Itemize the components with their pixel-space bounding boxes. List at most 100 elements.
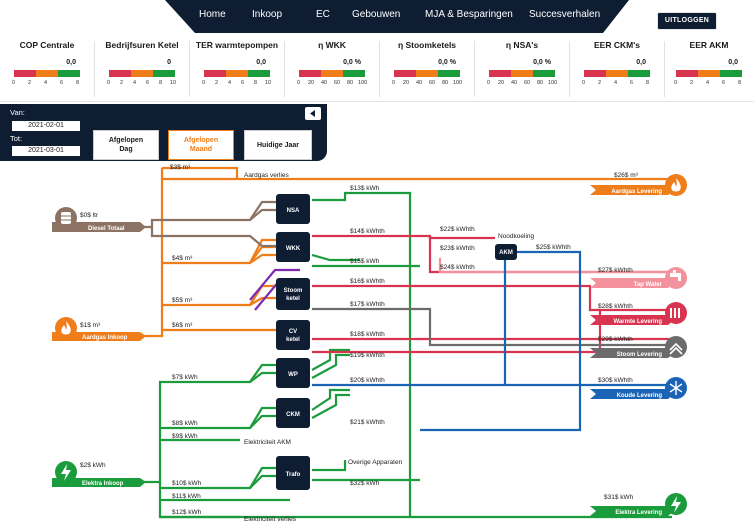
source-diesel-totaal[interactable]: Diesel Totaal (52, 207, 146, 232)
nav-item-home[interactable]: Home (199, 9, 226, 20)
svg-text:ketel: ketel (286, 337, 300, 343)
radiator-icon (670, 308, 680, 318)
svg-text:Warmte Levering: Warmte Levering (614, 319, 663, 325)
elektriciteit-akm-label: Elektriciteit AKM (244, 439, 291, 446)
svg-text:WKK: WKK (286, 246, 301, 252)
svg-text:Aardgas Inkoop: Aardgas Inkoop (82, 335, 128, 341)
svg-text:CV: CV (289, 329, 297, 335)
flow-label: $4$ m³ (172, 255, 193, 262)
flame-icon (61, 321, 71, 335)
flow-label: $32$ kWh (350, 480, 380, 487)
nav-item-gebouwen[interactable]: Gebouwen (352, 9, 401, 20)
kpi-value: 0,0 (728, 59, 738, 66)
nav-item-succesverhalen[interactable]: Succesverhalen (529, 9, 601, 20)
svg-text:WP: WP (288, 372, 298, 378)
gas-flow-lines (140, 166, 672, 338)
kpi-gauge-bar (204, 70, 270, 77)
unit-nsa[interactable]: NSA (276, 194, 310, 224)
unit-ckm[interactable]: CKM (276, 398, 310, 428)
steam-flow-lines (312, 307, 672, 347)
tot-label: Tot: (10, 134, 23, 143)
nav-item-mja-besparingen[interactable]: MJA & Besparingen (425, 9, 513, 20)
flow-label: $20$ kWhth (350, 377, 385, 384)
kpi-divider (474, 41, 475, 97)
flow-label: $15$ kWh (350, 258, 380, 265)
flow-label: $7$ kWh (172, 374, 198, 381)
collapse-panel-button[interactable] (305, 107, 321, 120)
svg-text:AKM: AKM (499, 250, 513, 256)
source-elektra-inkoop[interactable]: Elektra Inkoop (52, 461, 146, 487)
kpi-gauge-bar (489, 70, 555, 77)
kpi-title: EER AKM (689, 40, 729, 50)
unit-wp[interactable]: WP (276, 358, 310, 388)
button-line: Huidige Jaar (256, 141, 299, 149)
output-stoom-levering[interactable]: Stoom Levering (590, 336, 687, 358)
nav-background (165, 0, 629, 33)
van-date-input[interactable]: 2021-02-01 (12, 121, 80, 131)
output-aardgas-levering[interactable]: Aardgas Levering (590, 174, 687, 196)
cooling-flow-lines (312, 250, 672, 432)
flow-label: $6$ m³ (172, 322, 193, 329)
kpi-value: 0,0 % (438, 59, 456, 66)
unit-akm[interactable]: AKM (495, 244, 517, 260)
kpi-title: η NSA's (505, 40, 539, 50)
tapwater-value: $27$ kWhth (598, 267, 633, 274)
huidige-jaar-button[interactable]: Huidige Jaar (244, 130, 312, 160)
date-filter-panel: Van: 2021-02-01 Tot: 2021-03-01 Afgelope… (0, 104, 327, 161)
output-elektra-levering[interactable]: Elektra Levering (590, 493, 687, 516)
output-koude-levering[interactable]: Koude Levering (590, 377, 687, 399)
kpi-value: 0 (167, 59, 171, 66)
top-navigation: Home Inkoop EC Gebouwen MJA & Besparinge… (0, 0, 754, 33)
unit-trafo[interactable]: Trafo (276, 456, 310, 490)
button-line: Dag (119, 146, 133, 153)
kpi-title: η Stoomketels (397, 40, 457, 50)
kpi-title: TER warmtepompen (195, 40, 279, 50)
unit-stoomketel[interactable]: Stoomketel (276, 278, 310, 310)
kpi-gauge-bar (676, 70, 742, 77)
button-line: Maand (189, 146, 213, 153)
output-warmte-levering[interactable]: Warmte Levering (590, 302, 687, 325)
noodkoeling-label: Noodkoeling (498, 233, 535, 240)
kpi-value: 0,0 % (343, 59, 361, 66)
diesel-value: $0$ ltr (80, 212, 99, 219)
nav-item-inkoop[interactable]: Inkoop (252, 9, 283, 20)
warmte-levering-value: $28$ kWhth (598, 303, 633, 310)
output-tap-water[interactable]: Tap Water (590, 267, 687, 289)
van-label: Van: (10, 108, 25, 117)
flow-label: $24$ kWhth (440, 264, 475, 271)
nav-item-ec[interactable]: EC (316, 9, 330, 20)
flow-label: $3$ m³ (170, 164, 191, 171)
source-aardgas-inkoop[interactable]: Aardgas Inkoop (52, 317, 146, 341)
elektriciteit-verlies-label: Elektriciteit verlies (244, 516, 297, 523)
kpi-value: 0,0 (636, 59, 646, 66)
kpi-title: COP Centrale (19, 40, 75, 50)
flow-label: $8$ kWh (172, 420, 198, 427)
unit-cv-ketel[interactable]: CV ketel (276, 320, 310, 350)
flow-label: $5$ m³ (172, 297, 193, 304)
svg-text:CKM: CKM (286, 412, 300, 418)
kpi-title: Bedrijfsuren Ketel (105, 40, 179, 50)
logout-button[interactable]: UITLOGGEN (657, 12, 717, 30)
flow-label: $19$ kWhth (350, 352, 385, 359)
kpi-gauge-bar (109, 70, 175, 77)
tot-date-input[interactable]: 2021-03-01 (12, 146, 80, 156)
svg-text:Aardgas Levering: Aardgas Levering (611, 189, 662, 195)
chevron-left-icon (310, 110, 315, 117)
button-line: Afgelopen (108, 137, 144, 144)
unit-wkk[interactable]: WKK (276, 232, 310, 262)
kpi-title: η WKK (318, 40, 346, 50)
flame-icon (671, 178, 681, 192)
flow-label: $25$ kWhth (536, 244, 571, 251)
